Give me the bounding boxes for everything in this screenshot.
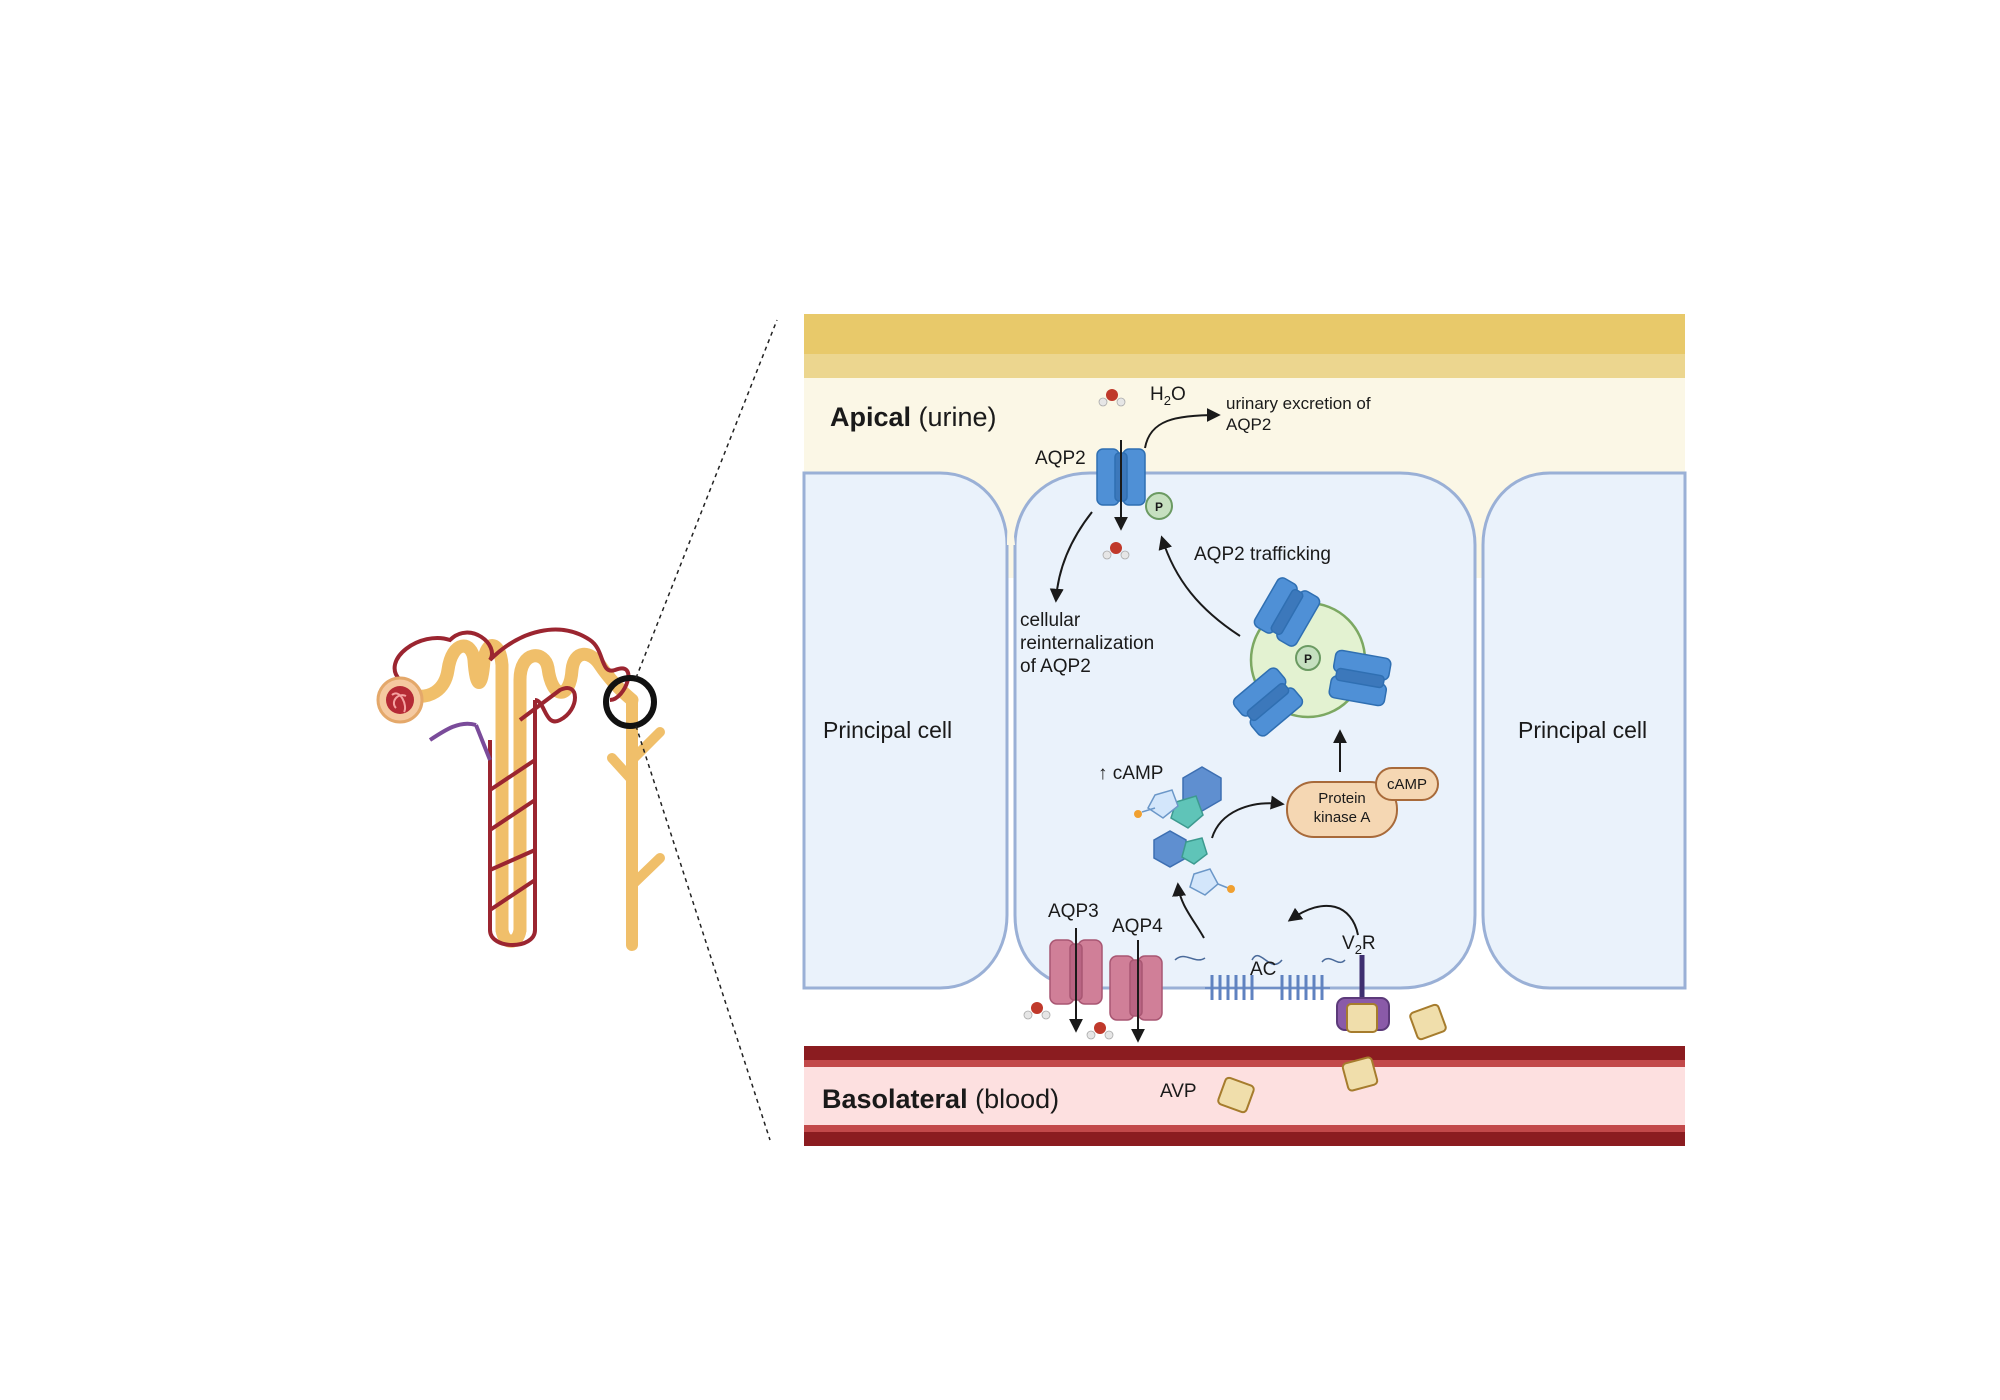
- urine-band-dark: [804, 314, 1685, 354]
- zoom-circle: [603, 675, 657, 729]
- pka-camp-label: cAMP: [1387, 776, 1427, 793]
- basolateral-label: Basolateral (blood): [822, 1084, 1059, 1114]
- vasa-recta: [392, 627, 631, 947]
- blood-band-top-mid: [804, 1060, 1685, 1067]
- urinary-excretion-label-2: AQP2: [1226, 415, 1271, 434]
- protein-kinase-a: [1286, 781, 1398, 838]
- principal-cell-right-label: Principal cell: [1518, 717, 1647, 743]
- v2r-label: V2R: [1342, 933, 1376, 957]
- phospho-badge-vesicle: [1295, 645, 1321, 671]
- phospho-label-vesicle: P: [1304, 652, 1312, 666]
- v2r-to-ac-arrow: [1287, 904, 1359, 936]
- nephron-illustration: [376, 627, 665, 951]
- zoom-line-bottom: [635, 725, 771, 1141]
- phospho-badge-apical: [1145, 492, 1173, 520]
- reinternalization-label-2: reinternalization: [1020, 633, 1154, 654]
- urinary-excretion-label-1: urinary excretion of: [1226, 394, 1371, 413]
- avp-bound: [1346, 1003, 1378, 1033]
- blood-band-bottom-mid: [804, 1125, 1685, 1132]
- vesicle-aqp2-2: [1327, 648, 1393, 708]
- reinternalization-arrow: [1049, 511, 1093, 603]
- zoom-line-top: [635, 319, 778, 679]
- pka-label-1: Protein: [1318, 790, 1366, 807]
- reinternalization-label-3: of AQP2: [1020, 656, 1091, 677]
- cell-left: [802, 471, 1009, 990]
- blood-band-top-dark: [804, 1046, 1685, 1060]
- aqp2-label: AQP2: [1035, 448, 1086, 469]
- aqp3-label: AQP3: [1048, 901, 1099, 922]
- blood-band-bottom-dark: [804, 1132, 1685, 1146]
- cell-center: [1013, 471, 1477, 990]
- camp-molecule-upper: [1134, 766, 1222, 829]
- ac-label: AC: [1250, 959, 1276, 980]
- trafficking-label: AQP2 trafficking: [1194, 544, 1331, 565]
- reinternalization-label-1: cellular: [1020, 610, 1081, 631]
- avp-label: AVP: [1160, 1081, 1197, 1102]
- principal-cell-left-label: Principal cell: [823, 717, 952, 743]
- vein-branch: [428, 721, 492, 761]
- camp-increase-label: ↑ cAMP: [1098, 763, 1163, 784]
- cell-right: [1481, 471, 1687, 990]
- pka-label-2: kinase A: [1314, 809, 1371, 826]
- pka-camp-bubble: [1375, 767, 1439, 801]
- h2o-label: H2O: [1150, 384, 1186, 408]
- main-panel: [802, 314, 1687, 1146]
- aqp4-channel: [1109, 955, 1163, 1021]
- trafficking-arrow: [1158, 535, 1241, 637]
- camp-to-pka-arrow: [1211, 795, 1285, 839]
- urinary-excretion-arrow: [1144, 408, 1221, 449]
- ac-to-camp-arrow: [1172, 882, 1205, 939]
- aqp2-vesicle: P: [1230, 575, 1393, 740]
- apical-label: Apical (urine): [830, 402, 997, 432]
- urine-band-light: [804, 354, 1685, 378]
- adenylyl-cyclase: [1174, 954, 1346, 1000]
- aqp4-label: AQP4: [1112, 916, 1163, 937]
- phospho-label-apical: P: [1155, 500, 1163, 514]
- camp-molecule-lower: [1153, 830, 1235, 896]
